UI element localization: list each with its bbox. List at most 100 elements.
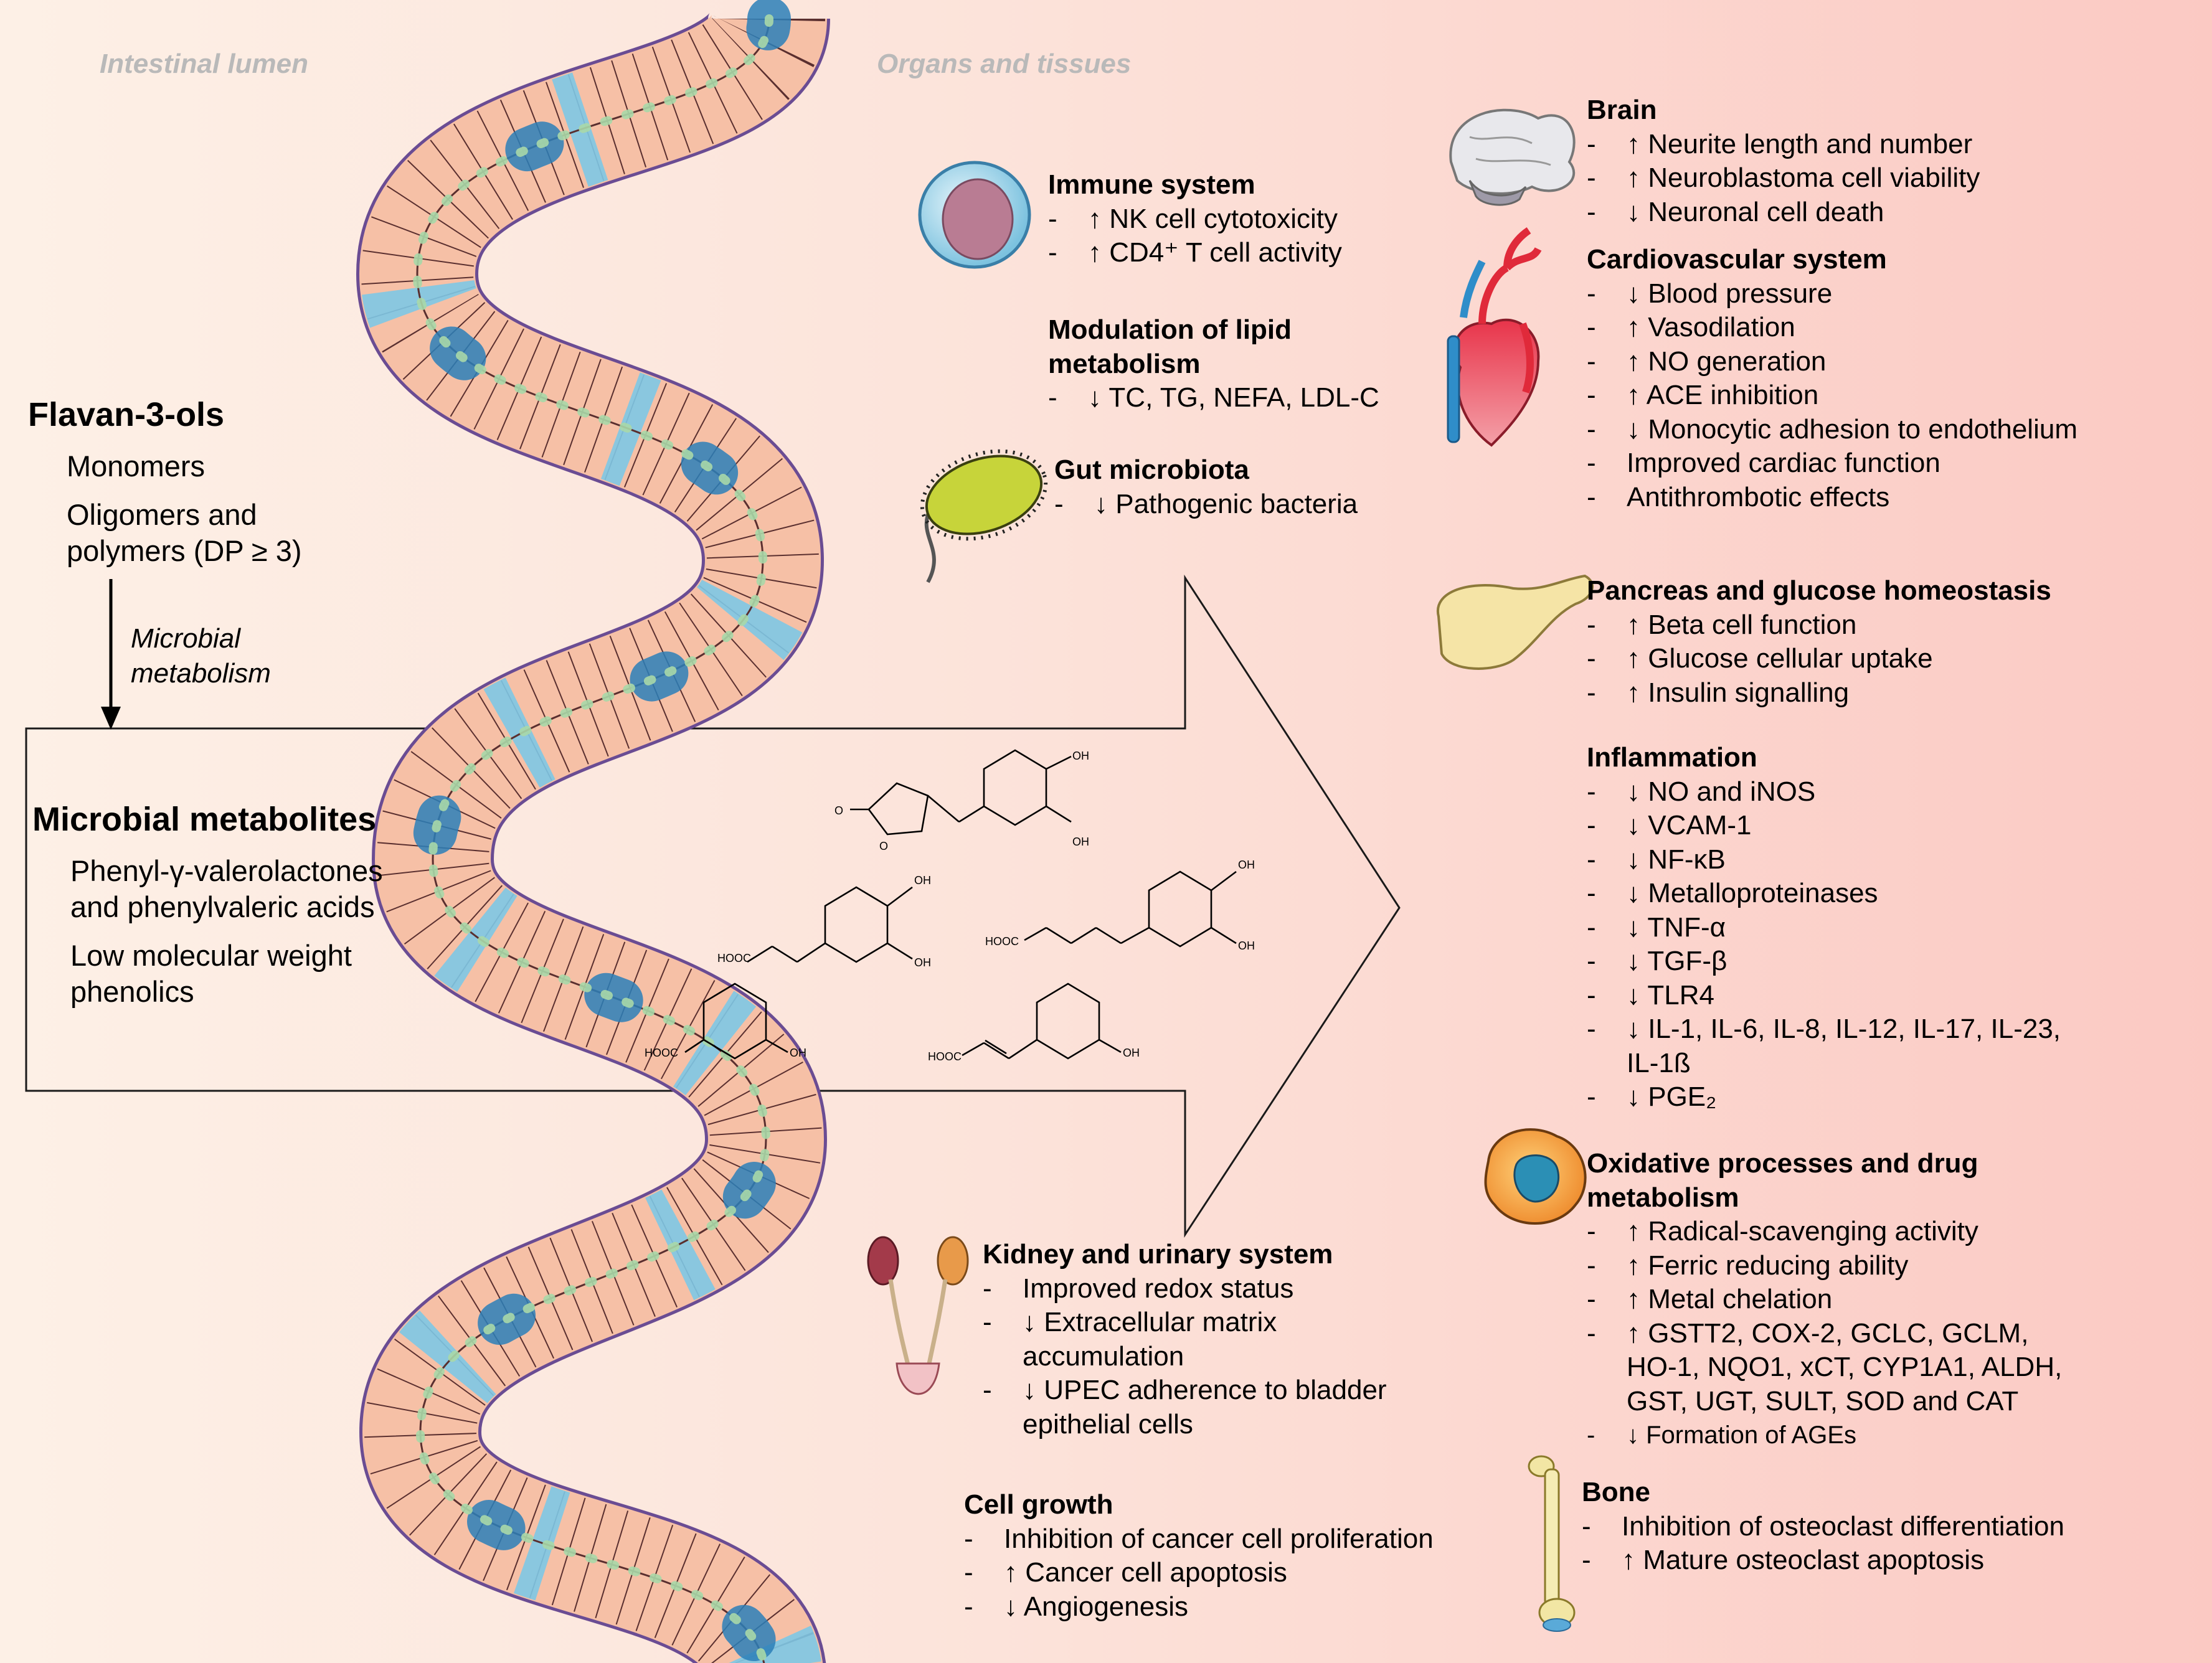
effect-text: ↓ Pathogenic bacteria bbox=[1094, 488, 1358, 519]
microbial-metabolism-line: Microbial bbox=[131, 623, 241, 654]
effect-text: ↓ VCAM-1 bbox=[1627, 810, 1752, 841]
effect-text: ↑ Beta cell function bbox=[1627, 609, 1857, 640]
effect-text: ↑ Ferric reducing ability bbox=[1627, 1250, 1909, 1281]
immune-cell-icon bbox=[918, 161, 1031, 269]
flavanols-title: Flavan-3-ols bbox=[28, 396, 225, 433]
oxidative-cell-icon bbox=[1484, 1128, 1587, 1225]
metabolism-arrow bbox=[101, 579, 121, 730]
effect-item: -↑ Beta cell function bbox=[1587, 608, 2051, 643]
effect-item: -↑ Cancer cell apoptosis bbox=[964, 1556, 1434, 1590]
effect-text: ↓ TLR4 bbox=[1627, 979, 1715, 1011]
bullet-dash: - bbox=[964, 1523, 973, 1554]
effect-text: accumulation bbox=[1023, 1340, 1184, 1372]
effect-item: -↓ Angiogenesis bbox=[964, 1590, 1434, 1624]
effect-text: Improved redox status bbox=[1023, 1273, 1294, 1304]
effect-list: -↓ Blood pressure-↑ Vasodilation-↑ NO ge… bbox=[1587, 277, 2077, 515]
effect-text: GST, UGT, SULT, SOD and CAT bbox=[1627, 1385, 2019, 1416]
gut-microbiota-group: Gut microbiota-↓ Pathogenic bacteria bbox=[1054, 453, 1358, 521]
effect-text: Inhibition of osteoclast differentiation bbox=[1622, 1510, 2064, 1542]
effect-item: - ↑ Metal chelation bbox=[1587, 1283, 2062, 1317]
effect-text: ↑ Glucose cellular uptake bbox=[1627, 643, 1933, 674]
flow-arrow bbox=[25, 574, 1401, 1238]
group-title: Pancreas and glucose homeostasis bbox=[1587, 575, 2051, 606]
effect-text: ↑ Insulin signalling bbox=[1627, 677, 1850, 708]
effect-list: -Improved redox status- ↓ Extracellular m… bbox=[983, 1272, 1387, 1442]
effect-item: -Inhibition of cancer cell proliferation bbox=[964, 1522, 1434, 1557]
effect-text: ↓ NF-κB bbox=[1627, 844, 1726, 875]
bullet-dash: - bbox=[1048, 382, 1057, 413]
kidney-icon bbox=[867, 1236, 969, 1395]
effect-item: -↑ NK cell cytotoxicity bbox=[1048, 202, 1342, 237]
organs-tissues-label: Organs and tissues bbox=[877, 49, 1132, 79]
effect-item: -↑ Mature osteoclast apoptosis bbox=[1582, 1543, 2064, 1578]
svg-text:OH: OH bbox=[1238, 940, 1255, 952]
valerolactone-structure bbox=[850, 749, 1072, 836]
microbial-metabolism-line: metabolism bbox=[131, 658, 271, 689]
svg-text:OH: OH bbox=[1238, 859, 1255, 871]
effect-item: IL-1ß bbox=[1587, 1047, 2061, 1081]
effect-text: ↑ Radical-scavenging activity bbox=[1627, 1216, 1978, 1246]
bullet-dash: - bbox=[1587, 1284, 1596, 1314]
effect-text: IL-1ß bbox=[1627, 1047, 1691, 1078]
group-title: Cardiovascular system bbox=[1587, 244, 1887, 275]
bullet-dash: - bbox=[1587, 810, 1596, 841]
effect-item: -↑ CD4⁺ T cell activity bbox=[1048, 236, 1342, 270]
effect-item: HO-1, NQO1, xCT, CYP1A1, ALDH, bbox=[1587, 1350, 2062, 1385]
effect-item: -↓ Neuronal cell death bbox=[1587, 196, 1980, 230]
bullet-dash: - bbox=[1587, 1421, 1595, 1449]
svg-text:OH: OH bbox=[914, 874, 931, 887]
effect-text: ↑ NO generation bbox=[1627, 346, 1827, 377]
effect-text: Antithrombotic effects bbox=[1627, 481, 1890, 512]
chem-labels: OH OH O O OH OH HOOC OH OH HOOC HOOC OH … bbox=[645, 750, 1255, 1063]
effect-item: -↑ Neurite length and number bbox=[1587, 128, 1980, 162]
svg-text:OH: OH bbox=[914, 956, 931, 969]
effect-text: ↓ Formation of AGEs bbox=[1627, 1421, 1857, 1449]
effect-item: -↑ Neuroblastoma cell viability bbox=[1587, 161, 1980, 196]
svg-text:O: O bbox=[834, 804, 843, 817]
bullet-dash: - bbox=[1587, 413, 1596, 445]
effect-item: -Antithrombotic effects bbox=[1587, 481, 2077, 515]
effect-list: -Inhibition of cancer cell proliferation… bbox=[964, 1522, 1434, 1624]
bullet-dash: - bbox=[1582, 1545, 1591, 1575]
group-title: Oxidative processes and drug bbox=[1587, 1148, 1978, 1179]
effect-item: -↓ VCAM-1 bbox=[1587, 809, 2061, 843]
bullet-dash: - bbox=[1587, 1081, 1596, 1112]
metabolites-item: Phenyl-γ-valerolactones bbox=[70, 854, 383, 887]
effect-text: epithelial cells bbox=[1023, 1408, 1193, 1439]
bullet-dash: - bbox=[1587, 1317, 1596, 1349]
effect-item: accumulation bbox=[983, 1340, 1387, 1374]
bacterium-icon bbox=[920, 449, 1048, 583]
effect-text: ↑ Metal chelation bbox=[1627, 1284, 1833, 1314]
effect-item: -↑ NO generation bbox=[1587, 345, 2077, 379]
effect-item: -↓ PGE₂ bbox=[1587, 1080, 2061, 1114]
bullet-dash: - bbox=[1587, 1014, 1596, 1044]
flavanols-item: polymers (DP ≥ 3) bbox=[67, 534, 302, 567]
effect-text: ↓ Extracellular matrix bbox=[1023, 1307, 1277, 1337]
group-title: Gut microbiota bbox=[1054, 455, 1249, 485]
bullet-dash: - bbox=[983, 1307, 992, 1337]
group-title: Cell growth bbox=[964, 1489, 1113, 1520]
effect-item: -↑ Radical-scavenging activity bbox=[1587, 1215, 2062, 1249]
effect-item: -Improved redox status bbox=[983, 1272, 1387, 1306]
group-title: Kidney and urinary system bbox=[983, 1239, 1333, 1270]
brain-group: Brain-↑ Neurite length and number-↑ Neur… bbox=[1587, 93, 1980, 229]
effect-text: ↑ ACE inhibition bbox=[1627, 380, 1819, 410]
svg-text:OH: OH bbox=[1072, 836, 1089, 848]
intestine-wall bbox=[356, 0, 830, 1663]
effect-item: - ↓ Extracellular matrix bbox=[983, 1306, 1387, 1340]
bullet-dash: - bbox=[1587, 643, 1596, 674]
effect-list: -↑ NK cell cytotoxicity-↑ CD4⁺ T cell ac… bbox=[1048, 202, 1342, 270]
brain-icon bbox=[1449, 108, 1576, 206]
effect-text: ↑ Vasodilation bbox=[1627, 312, 1795, 342]
effect-text: ↑ Neurite length and number bbox=[1627, 128, 1973, 159]
bullet-dash: - bbox=[1587, 1250, 1596, 1281]
effect-item: -↓ Pathogenic bacteria bbox=[1054, 488, 1358, 522]
metabolites-item: Low molecular weight bbox=[70, 939, 352, 972]
svg-text:O: O bbox=[879, 840, 888, 852]
svg-text:HOOC: HOOC bbox=[717, 952, 751, 964]
effect-list: -↑ Neurite length and number-↑ Neuroblas… bbox=[1587, 128, 1980, 230]
cell-growth-group: Cell growth-Inhibition of cancer cell pr… bbox=[964, 1488, 1434, 1624]
effect-text: HO-1, NQO1, xCT, CYP1A1, ALDH, bbox=[1627, 1352, 2063, 1382]
effect-text: ↑ Neuroblastoma cell viability bbox=[1627, 163, 1980, 193]
